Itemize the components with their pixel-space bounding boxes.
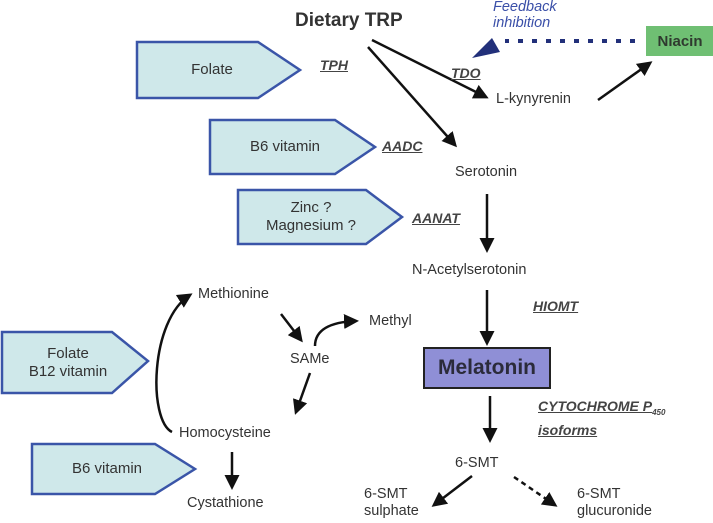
line: 6-SMT <box>364 486 408 502</box>
arrow-6smt-to-sulphate <box>431 475 473 507</box>
cofactor-zinc-magnesium: Zinc ? Magnesium ? <box>238 190 384 244</box>
metabolite-methionine: Methionine <box>198 286 269 302</box>
cofactor-shape-b6-top <box>208 118 378 176</box>
arrow-kynurenine-to-niacin <box>597 61 653 102</box>
cofactor-shape-folate-b12 <box>0 330 150 395</box>
feedback-line2: inhibition <box>493 14 551 31</box>
enzyme-cytochrome-p450: CYTOCHROME P450 <box>538 398 665 417</box>
cofactor-shape-b6-bottom <box>30 442 198 496</box>
cofactor-text: Zinc ? <box>290 199 332 216</box>
metabolite-serotonin: Serotonin <box>455 164 518 180</box>
melatonin-box: Melatonin <box>423 347 551 389</box>
metabolite-same: SAMe <box>290 351 330 367</box>
metabolite-6smt: 6-SMT <box>455 455 499 471</box>
feedback-line1: Feedback <box>493 0 557 15</box>
metabolite-cystathione: Cystathione <box>187 495 264 511</box>
feedback-arrowhead-icon <box>472 38 500 58</box>
cofactor-folate-b12: Folate B12 vitamin <box>2 332 134 393</box>
cofactor-text: Folate <box>47 344 89 362</box>
cyp-main: CYTOCHROME P <box>538 398 653 414</box>
cofactor-b6-bottom: B6 vitamin <box>32 444 182 494</box>
cofactor-text: B6 vitamin <box>71 460 143 477</box>
metabolite-methyl: Methyl <box>369 313 412 329</box>
arrow-trp-to-serotonin <box>367 46 457 148</box>
cofactor-text: B12 vitamin <box>28 362 108 380</box>
feedback-inhibition-label: Feedback inhibition <box>493 0 557 32</box>
cofactor-text: Folate <box>191 61 233 78</box>
cofactor-shape-zinc-mg <box>236 188 405 246</box>
enzyme-tph: TPH <box>320 57 348 73</box>
enzyme-tdo: TDO <box>451 65 481 81</box>
metabolite-6smt-glucuronide: 6-SMT glucuronide <box>577 486 652 519</box>
metabolite-n-acetylserotonin: N-Acetylserotonin <box>412 262 527 278</box>
arrow-homocysteine-to-methionine <box>155 293 193 434</box>
cofactor-text: B6 vitamin <box>249 138 321 155</box>
line: sulphate <box>364 502 419 519</box>
arrow-same-to-homocysteine <box>292 372 312 415</box>
enzyme-hiomt: HIOMT <box>533 298 579 314</box>
cofactor-folate-top: Folate <box>137 42 287 98</box>
arrow-trp-to-kynurenine <box>371 38 489 99</box>
cofactor-text: Magnesium ? <box>265 217 357 234</box>
enzyme-aadc: AADC <box>382 138 423 154</box>
cofactor-shape-folate-top <box>135 40 303 100</box>
niacin-box: Niacin <box>646 26 713 56</box>
arrow-6smt-to-glucuronide <box>513 475 558 507</box>
arrow-methionine-to-same <box>280 313 303 343</box>
line: glucuronide <box>577 502 652 519</box>
metabolite-homocysteine: Homocysteine <box>179 425 271 441</box>
arrow-same-to-methyl <box>313 313 359 347</box>
cyp-subscript: 450 <box>652 407 666 417</box>
cofactor-b6-top: B6 vitamin <box>210 120 360 174</box>
enzyme-aanat: AANAT <box>412 210 460 226</box>
enzyme-cyp-isoforms: isoforms <box>538 422 598 438</box>
metabolite-kynurenine: L-kynyrenin <box>496 91 571 107</box>
metabolite-6smt-sulphate: 6-SMT sulphate <box>364 486 419 519</box>
dietary-trp-label: Dietary TRP <box>295 10 403 31</box>
line: 6-SMT <box>577 486 621 502</box>
